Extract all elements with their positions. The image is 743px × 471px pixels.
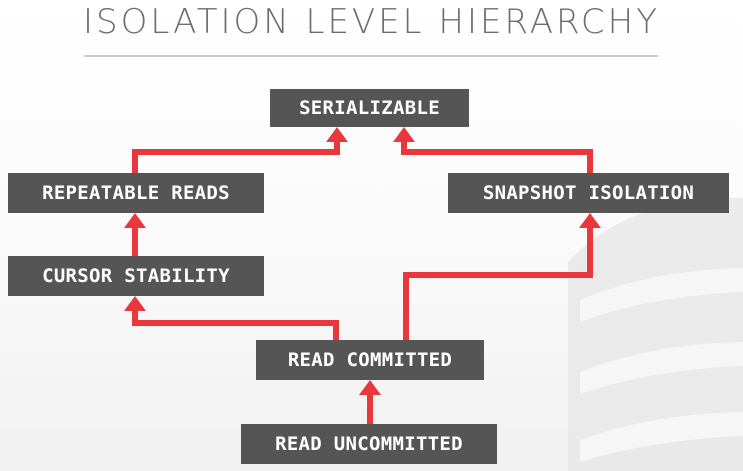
arrowhead-serializable-left [326, 127, 348, 142]
level-serializable: SERIALIZABLE [270, 89, 469, 127]
level-read-committed: READ COMMITTED [256, 340, 484, 380]
arrowhead-snapshot [579, 213, 601, 228]
arrow-readcommitted-to-cursor [132, 309, 339, 340]
level-cursor-stability: CURSOR STABILITY [8, 256, 264, 296]
level-repeatable-reads: REPEATABLE READS [8, 173, 264, 213]
arrowhead-cursor [124, 296, 146, 311]
arrow-readcommitted-to-snapshot [403, 226, 593, 340]
arrowhead-serializable-right [393, 127, 415, 142]
level-snapshot-isolation: SNAPSHOT ISOLATION [448, 173, 729, 213]
level-read-uncommitted: READ UNCOMMITTED [241, 424, 497, 464]
arrow-snapshot-to-serializable [401, 140, 593, 173]
arrowhead-read-committed [359, 380, 381, 395]
arrow-repeatable-to-serializable [132, 140, 340, 173]
page-title: ISOLATION LEVEL HIERARCHY [82, 2, 660, 42]
title-divider [84, 55, 658, 57]
arrowhead-repeatable [124, 213, 146, 228]
